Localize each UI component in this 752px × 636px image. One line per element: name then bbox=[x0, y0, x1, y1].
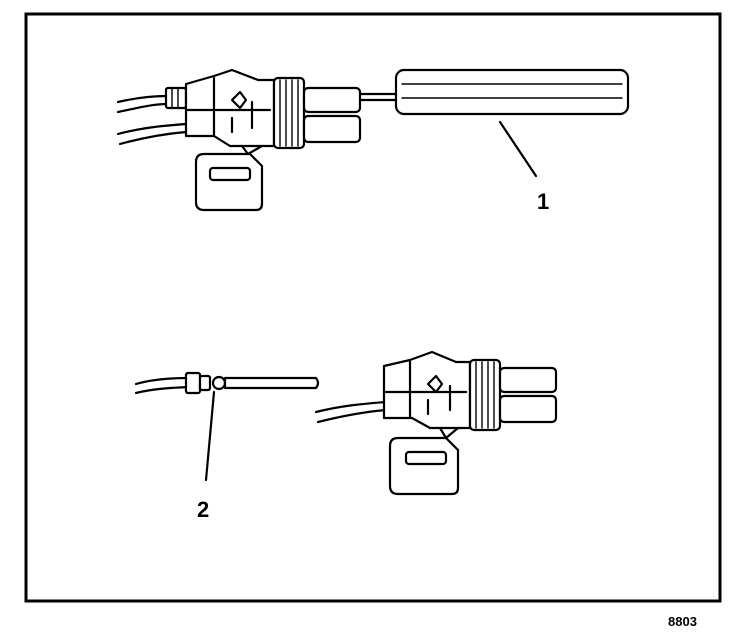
figure-id: 8803 bbox=[668, 614, 697, 629]
callout-2-leader bbox=[204, 390, 216, 482]
callout-1-label: 1 bbox=[537, 189, 549, 214]
connector-body bbox=[314, 350, 558, 496]
connector-with-tool bbox=[116, 68, 630, 212]
callout-1-leader bbox=[498, 120, 538, 178]
figure-border bbox=[24, 12, 722, 603]
removed-terminal bbox=[134, 371, 320, 395]
callout-2-label: 2 bbox=[197, 497, 209, 522]
